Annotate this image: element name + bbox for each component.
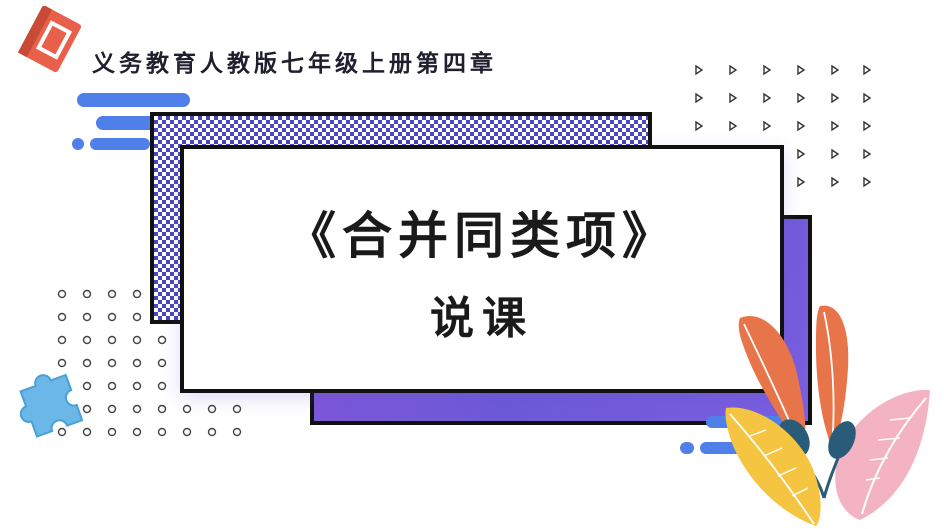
book-icon: [17, 6, 82, 72]
lesson-subtitle: 说课: [430, 293, 534, 344]
triangle-dot-grid: [695, 64, 872, 188]
course-subtitle: 义务教育人教版七年级上册第四章: [92, 51, 497, 77]
title-card: 《合并同类项》 说课: [180, 145, 784, 393]
leaves-decoration: [725, 305, 930, 526]
lesson-title: 《合并同类项》: [286, 207, 678, 265]
puzzle-piece-icon: [19, 373, 84, 438]
